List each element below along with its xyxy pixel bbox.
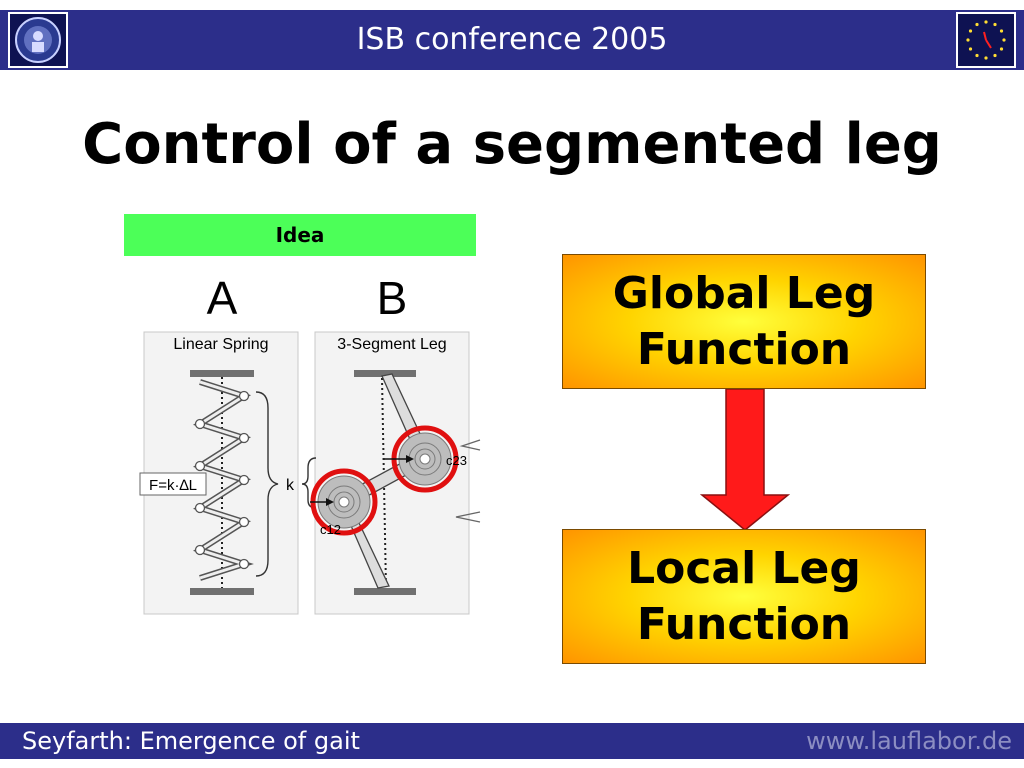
- formula-box: [139, 472, 207, 496]
- c23-label: c23: [446, 453, 467, 468]
- brace-b: [301, 457, 317, 509]
- local-leg-function-box: Local Leg Function: [562, 529, 926, 664]
- formula-label: F=k·∆L: [149, 477, 197, 494]
- top-plate-b: [354, 370, 416, 377]
- spring-brace-a: [255, 391, 279, 577]
- slide-title: Control of a segmented leg: [82, 112, 942, 177]
- global-leg-function-box: Global Leg Function: [562, 254, 926, 389]
- university-seal-logo: [8, 12, 68, 68]
- panel-b-letter: B: [377, 272, 408, 324]
- bottom-plate-b: [354, 588, 416, 595]
- panel-b-caption: 3-Segment Leg: [337, 336, 446, 353]
- top-plate-a: [190, 370, 254, 377]
- eu-stars-logo: [956, 12, 1016, 68]
- panel-a-caption: Linear Spring: [173, 336, 268, 353]
- footer-website[interactable]: www.lauflabor.de: [806, 727, 1012, 755]
- footer-bar: Seyfarth: Emergence of gait www.lauflabo…: [0, 723, 1024, 759]
- stiffness-label: k: [286, 477, 295, 494]
- down-arrow-icon: [700, 389, 790, 531]
- idea-label: Idea: [124, 214, 476, 256]
- header-bar: ISB conference 2005: [0, 10, 1024, 70]
- force-arrow-lower: [455, 511, 481, 523]
- spring-leg-diagram: A B Linear Spring 3-Segment Leg F=k·∆L k: [139, 272, 481, 615]
- knee-joint-c23: [398, 432, 452, 486]
- bottom-plate-a: [190, 588, 254, 595]
- footer-author: Seyfarth: Emergence of gait: [22, 727, 360, 755]
- c12-label: c12: [320, 522, 341, 537]
- conference-title: ISB conference 2005: [356, 22, 668, 57]
- spring-joints-a: [194, 390, 250, 570]
- force-arrow-upper: [459, 439, 481, 451]
- panel-a-letter: A: [207, 272, 238, 324]
